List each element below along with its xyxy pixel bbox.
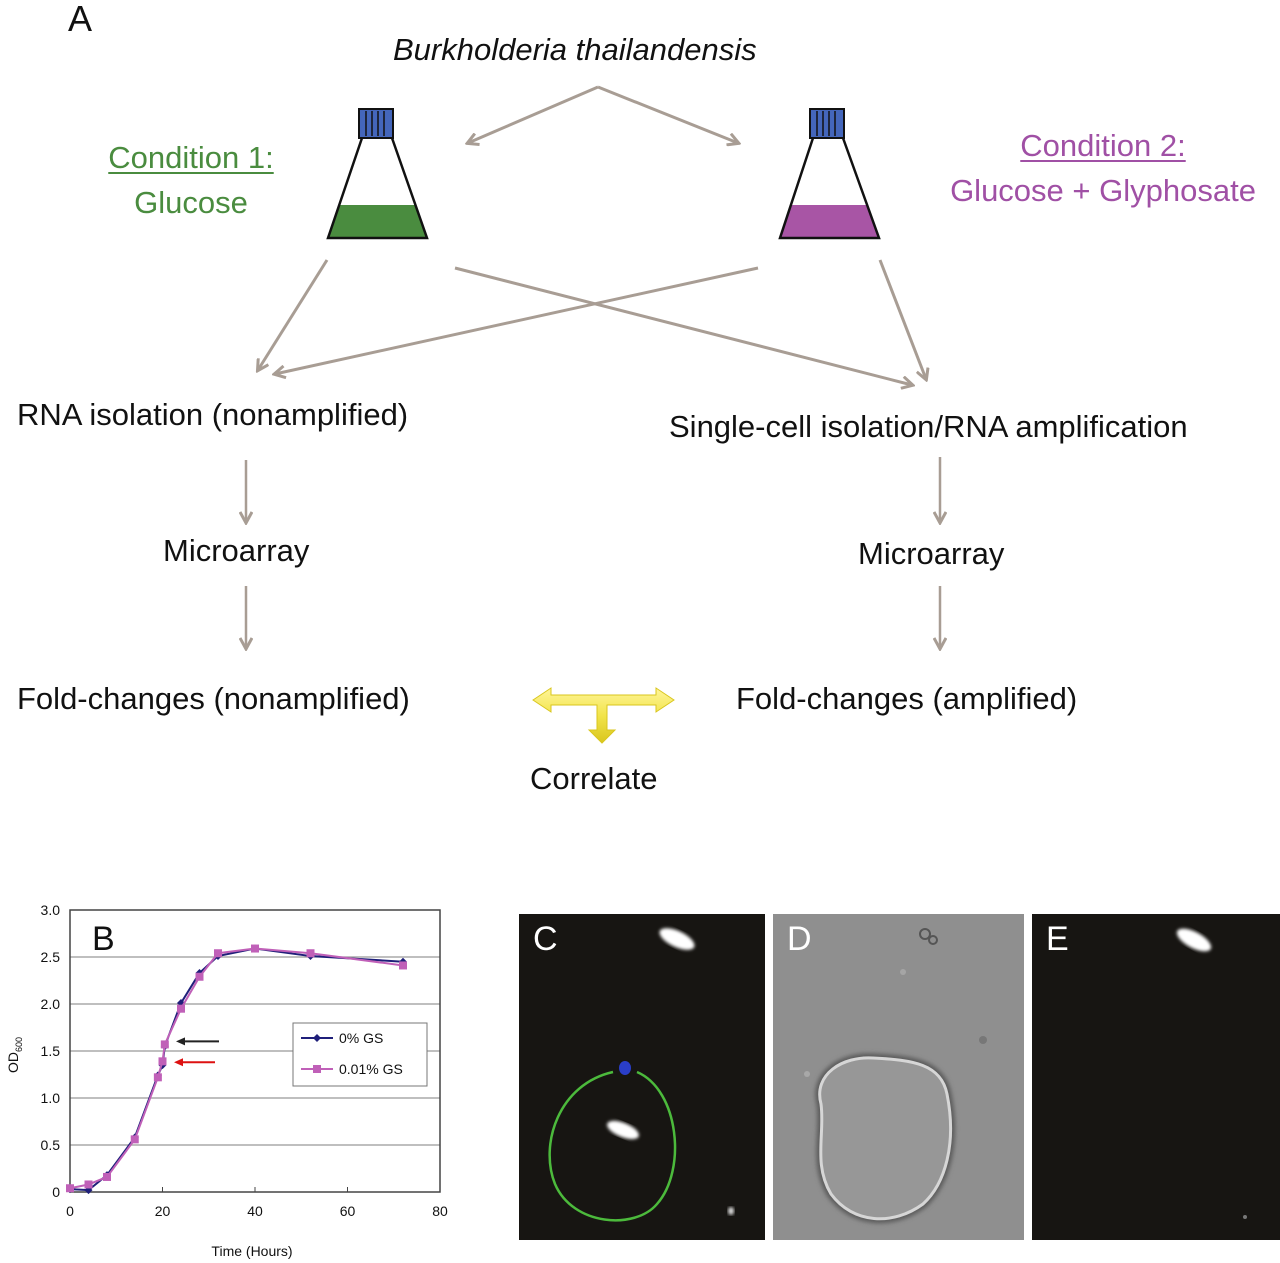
legend-marker [313, 1065, 321, 1073]
data-point [158, 1057, 167, 1066]
data-point [251, 944, 259, 953]
data-point [103, 1172, 111, 1181]
x-axis-label: Time (Hours) [211, 1243, 292, 1259]
y-tick-label: 1.0 [41, 1090, 61, 1106]
correlate-label: Correlate [530, 761, 658, 796]
arrow-to-condition-1 [468, 85, 599, 143]
y-tick-label: 2.5 [41, 949, 61, 965]
micrograph-d-image [804, 928, 987, 1224]
series-glyphosate [66, 944, 407, 1193]
debris-particle [979, 1036, 987, 1044]
debris-particle [1243, 1215, 1247, 1219]
legend-marker [313, 1034, 321, 1042]
micrograph-e-image [1176, 928, 1247, 1219]
bacterial-cell [659, 928, 695, 950]
step-foldchange-nonamplified: Fold-changes (nonamplified) [17, 681, 410, 716]
y-tick-label: 3.0 [41, 902, 61, 918]
y-axis-label-main: OD [5, 1052, 21, 1073]
condition-1-title: Condition 1: [108, 140, 274, 175]
correlate-arrow-icon [532, 687, 675, 744]
chart-annotation-arrows [174, 1037, 219, 1067]
y-tick-label: 1.5 [41, 1043, 61, 1059]
micrograph-d: D [773, 914, 1024, 1240]
data-point [66, 1184, 74, 1193]
sample-routing-arrows [258, 259, 926, 385]
x-tick-label: 60 [340, 1203, 356, 1219]
debris-particle [900, 969, 906, 975]
panel-a-diagram [0, 85, 1280, 744]
chart-series [66, 944, 407, 1195]
condition-2-title: Condition 2: [1020, 128, 1186, 163]
pipeline-arrows [246, 457, 940, 648]
data-point [306, 949, 315, 958]
y-axis-label: OD600 [5, 1037, 24, 1073]
step-microarray-right: Microarray [858, 536, 1005, 571]
x-tick-label: 20 [155, 1203, 171, 1219]
condition-2-medium: Glucose + Glyphosate [950, 172, 1256, 208]
y-tick-label: 0 [52, 1184, 60, 1200]
bacterial-cell-target [607, 1120, 639, 1140]
y-axis-label-subscript: 600 [14, 1037, 24, 1052]
legend-label: 0% GS [339, 1030, 383, 1046]
flask-glyphosate-icon [778, 108, 881, 240]
debris-particle [804, 1071, 810, 1077]
data-point [195, 972, 204, 981]
arrow-head [174, 1058, 183, 1067]
micrograph-e: E [1032, 914, 1280, 1240]
data-point [84, 1180, 93, 1189]
data-point [214, 949, 222, 958]
organism-split-arrows [468, 85, 738, 143]
debris-particle [928, 935, 938, 945]
data-point [153, 1073, 162, 1082]
legend-box [292, 1022, 428, 1087]
panel-d-label: D [787, 920, 812, 958]
data-point [160, 1040, 169, 1049]
black-arrow [176, 1037, 219, 1046]
arrow-c1-to-rna [258, 259, 329, 370]
arrow-c2-to-single-cell [878, 259, 926, 379]
panel-c-label: C [533, 920, 558, 958]
arrow-c2-to-rna [275, 266, 759, 374]
legend-entry: 0% GS [301, 1030, 383, 1046]
micrograph-c-image [548, 928, 734, 1222]
condition-2-label: Condition 2: Glucose + Glyphosate [928, 124, 1278, 214]
arrow-head [176, 1037, 185, 1046]
panel-a-label: A [68, 0, 93, 39]
capture-marker [619, 1061, 631, 1075]
step-foldchange-amplified: Fold-changes (amplified) [736, 681, 1078, 716]
data-point [399, 961, 407, 970]
droplet-outline [548, 1070, 677, 1222]
legend-entry: 0.01% GS [301, 1061, 403, 1077]
legend-label: 0.01% GS [339, 1061, 403, 1077]
data-point [177, 1004, 185, 1013]
debris-particle [728, 1207, 734, 1215]
step-single-cell-isolation: Single-cell isolation/RNA amplification [669, 409, 1188, 444]
step-rna-isolation: RNA isolation (nonamplified) [17, 397, 409, 432]
step-microarray-left: Microarray [163, 533, 310, 568]
red-arrow [174, 1058, 215, 1067]
organism-title: Burkholderia thailandensis [393, 32, 757, 67]
chart-ticks: 0 0.5 1.0 1.5 2.0 2.5 3.0 0 20 40 60 80 [41, 902, 448, 1219]
y-tick-label: 0.5 [41, 1137, 61, 1153]
data-point [130, 1135, 139, 1144]
micrograph-c: C [519, 914, 765, 1240]
panel-b-label: B [92, 920, 115, 958]
arrow-c1-to-single-cell [454, 266, 912, 385]
panel-e-label: E [1046, 920, 1069, 958]
x-tick-label: 80 [432, 1203, 448, 1219]
chart-legend: 0% GS 0.01% GS [292, 1022, 428, 1087]
arrow-to-condition-2 [597, 85, 738, 143]
bacterial-cell [1176, 928, 1212, 952]
droplet [818, 1056, 953, 1221]
condition-1-label: Condition 1: Glucose [96, 136, 286, 226]
debris-particle [919, 928, 931, 940]
condition-1-medium: Glucose [134, 184, 248, 220]
x-tick-label: 40 [247, 1203, 263, 1219]
flask-glucose-icon [326, 108, 429, 240]
x-tick-label: 0 [66, 1203, 74, 1219]
y-tick-label: 2.0 [41, 996, 61, 1012]
